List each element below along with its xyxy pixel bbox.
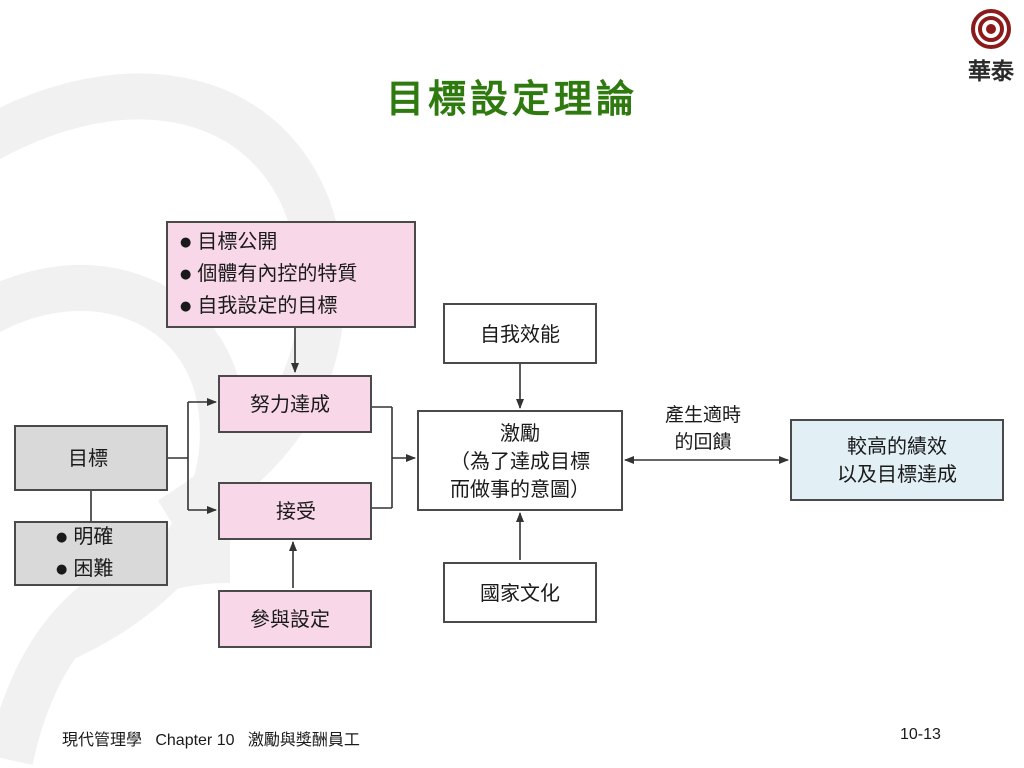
feedback-line: 的回饋 [674,431,732,453]
motivation-line: 而做事的意圖） [450,476,590,501]
motivation-line: （為了達成目標 [450,448,590,473]
bullet-item: 明確 [56,522,166,554]
outcome-line: 以及目標達成 [837,462,957,486]
effort-box: 努力達成 [218,375,372,433]
goal-props-box: 明確 困難 [14,521,168,586]
feedback-label: 產生適時 的回饋 [648,402,758,456]
motivation-box: 激勵 （為了達成目標 而做事的意圖） [417,410,623,511]
bullet-item: 困難 [56,554,166,586]
bullet-item: 個體有內控的特質 [180,259,414,291]
effort-label: 努力達成 [250,392,330,416]
logo-ring-icon [971,9,1011,49]
logo-text: 華泰 [968,58,1014,85]
goal-label: 目標 [68,446,108,470]
goal-traits-box: 目標公開 個體有內控的特質 自我設定的目標 [166,221,416,328]
self-efficacy-label: 自我效能 [480,321,560,346]
outcome-line: 較高的績效 [847,434,947,458]
outcome-box: 較高的績效 以及目標達成 [790,419,1004,501]
culture-label: 國家文化 [480,580,560,605]
company-logo: 華泰 [958,6,1024,86]
bullet-item: 自我設定的目標 [180,291,414,323]
footer-text: 現代管理學 Chapter 10 激勵與獎酬員工 [62,732,360,749]
culture-box: 國家文化 [443,562,597,623]
bullet-item: 目標公開 [180,227,414,259]
feedback-line: 產生適時 [664,404,741,426]
participation-box: 參與設定 [218,590,372,648]
page-title: 目標設定理論 [385,76,638,121]
page-number: 10-13 [900,726,941,743]
motivation-line: 激勵 [500,420,540,445]
acceptance-label: 接受 [276,499,316,523]
participation-label: 參與設定 [250,607,330,631]
goal-box: 目標 [14,425,168,491]
acceptance-box: 接受 [218,482,372,540]
self-efficacy-box: 自我效能 [443,303,597,364]
